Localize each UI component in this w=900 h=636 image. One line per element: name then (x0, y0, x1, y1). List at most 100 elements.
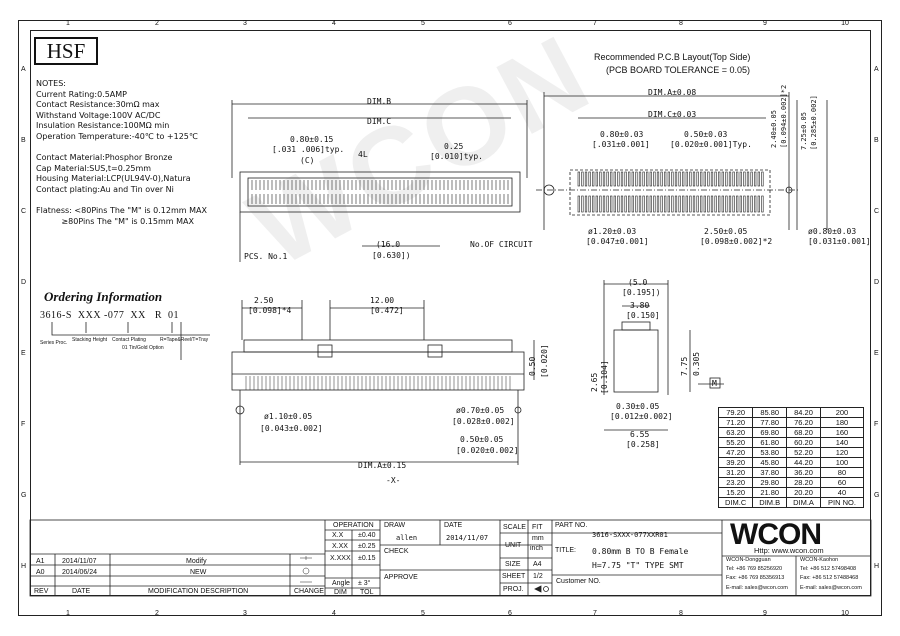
title-line-1: 0.80mm B TO B Female (592, 547, 689, 556)
contact-left-3: E-mail: sales@wcon.com (726, 585, 788, 591)
pcb-tolerance: (PCB BOARD TOLERANCE = 0.05) (606, 65, 750, 75)
pcb-pad (739, 195, 742, 213)
pcb-pad (725, 171, 728, 187)
pcb-pad (631, 171, 634, 187)
top-c-mark: (C) (300, 156, 315, 165)
front-dim-a: DIM.A±0.15 (358, 461, 407, 470)
top-16-in: [0.630]) (372, 251, 411, 260)
pcb-dim-a: DIM.A±0.08 (648, 88, 697, 97)
rev-header: REV (34, 588, 49, 595)
pcb-pad (664, 171, 667, 187)
pcb-pad (710, 195, 714, 213)
note-line: Flatness: <80Pins The "M" is 0.12mm MAX (36, 206, 207, 216)
zone-column-label: 2 (155, 20, 159, 27)
zone-column-label: 4 (332, 20, 336, 27)
front-peg-dia-in: [0.043±0.002] (260, 424, 323, 433)
pcb-pad (703, 171, 706, 187)
title-line-2: H=7.75 "T" TYPE SMT (592, 561, 684, 570)
ordering-legend-4: 01 Tin/Gold Option (122, 345, 164, 351)
pcb-pad (714, 195, 717, 213)
unit-mm: mm (532, 535, 544, 542)
note-line: Withstand Voltage:100V AC/DC (36, 110, 161, 120)
pcb-pad (678, 195, 681, 213)
pcb-pad (599, 171, 602, 187)
pcb-pad (671, 171, 674, 187)
zone-column-label: 4 (332, 610, 336, 617)
ordering-legend-2: Contact Plating (112, 337, 146, 343)
pcb-pad (746, 195, 750, 213)
pcb-pad (595, 195, 598, 213)
date-value: 2014/11/07 (446, 534, 489, 542)
pcb-pad-width: 0.50±0.03 (684, 130, 728, 139)
pcb-pad (674, 195, 678, 213)
pcb-pad (613, 195, 616, 213)
pcb-pad (602, 195, 606, 213)
pcb-pad (642, 171, 645, 187)
top-view-body (239, 171, 521, 213)
pcb-pad (584, 195, 588, 213)
pcb-pad (624, 171, 627, 187)
size-label: SIZE (505, 561, 521, 568)
rev-a1-desc: Modify (186, 558, 207, 565)
pcb-small-hole: ø0.80±0.03 (808, 227, 857, 236)
ordering-legend-0: Series Proc. (40, 340, 68, 346)
zone-row-label: A (21, 66, 26, 73)
pcb-pad (581, 195, 584, 213)
top-4l: 4L (358, 150, 368, 159)
pcb-pad (638, 195, 642, 213)
pcb-pad (649, 171, 652, 187)
scale-value: FIT (532, 524, 543, 531)
zone-column-label: 5 (421, 20, 425, 27)
draw-by: allen (396, 534, 418, 542)
zone-column-label: 3 (243, 610, 247, 617)
tol-val-1: ±0.25 (358, 543, 376, 550)
pcb-pad (653, 195, 656, 213)
pcb-pads (577, 171, 764, 213)
front-hole-dia: ø0.70±0.05 (456, 406, 505, 415)
zone-column-label: 5 (421, 610, 425, 617)
check-label: CHECK (384, 548, 409, 555)
front-250-in: [0.098]*4 (248, 306, 292, 315)
pcb-dim-c: DIM.C±0.03 (648, 110, 697, 119)
note-line: ≥80Pins The "M" is 0.15mm MAX (36, 216, 194, 226)
pcb-pad (761, 195, 764, 213)
sheet-label: SHEET (502, 573, 526, 580)
part-no: 3616-SXXX-077XXR01 (592, 531, 668, 539)
pcb-pad (750, 195, 753, 213)
pcb-pad (606, 195, 609, 213)
zone-row-label: F (874, 421, 879, 428)
date-label: DATE (444, 522, 463, 529)
dim-label: DIM (334, 589, 347, 596)
pcb-pad (682, 195, 685, 213)
dimension-table-header: DIM.C DIM.B DIM.A PIN NO. (717, 497, 865, 508)
pcb-pad (646, 171, 649, 187)
zone-column-label: 8 (679, 610, 683, 617)
pcb-pad (721, 171, 724, 187)
pcb-pad (725, 195, 728, 213)
pcb-pad (588, 171, 591, 187)
zone-column-label: 8 (679, 20, 683, 27)
side-030: 0.30±0.05 (616, 402, 660, 411)
pcb-pad (595, 171, 598, 187)
pcb-pad (736, 195, 739, 213)
pcb-pad (638, 171, 642, 187)
unit-label: UNIT (505, 542, 522, 549)
zone-column-label: 2 (155, 610, 159, 617)
zone-row-label: H (874, 563, 880, 570)
pcb-pad (599, 195, 602, 213)
top-pitch-in: [.031 .006]typ. (272, 145, 345, 154)
pcb-pad (674, 171, 678, 187)
contact-right-2: Fax: +86 512 57488468 (800, 575, 859, 581)
note-line: Operation Temperature:-40℃ to +125℃ (36, 131, 198, 141)
contact-left-1: Tel: +86 769 85256920 (726, 566, 783, 572)
ordering-title: Ordering Information (44, 289, 163, 304)
side-380: 3.80 (630, 301, 650, 310)
pcb-pad (653, 171, 656, 187)
top-pin-width: 0.25 (444, 142, 464, 151)
pcb-pad (664, 195, 667, 213)
tol-label: TOL (360, 589, 374, 596)
zone-row-label: D (21, 279, 27, 286)
notes-title: NOTES: (36, 79, 66, 88)
pcb-pad (620, 195, 624, 213)
